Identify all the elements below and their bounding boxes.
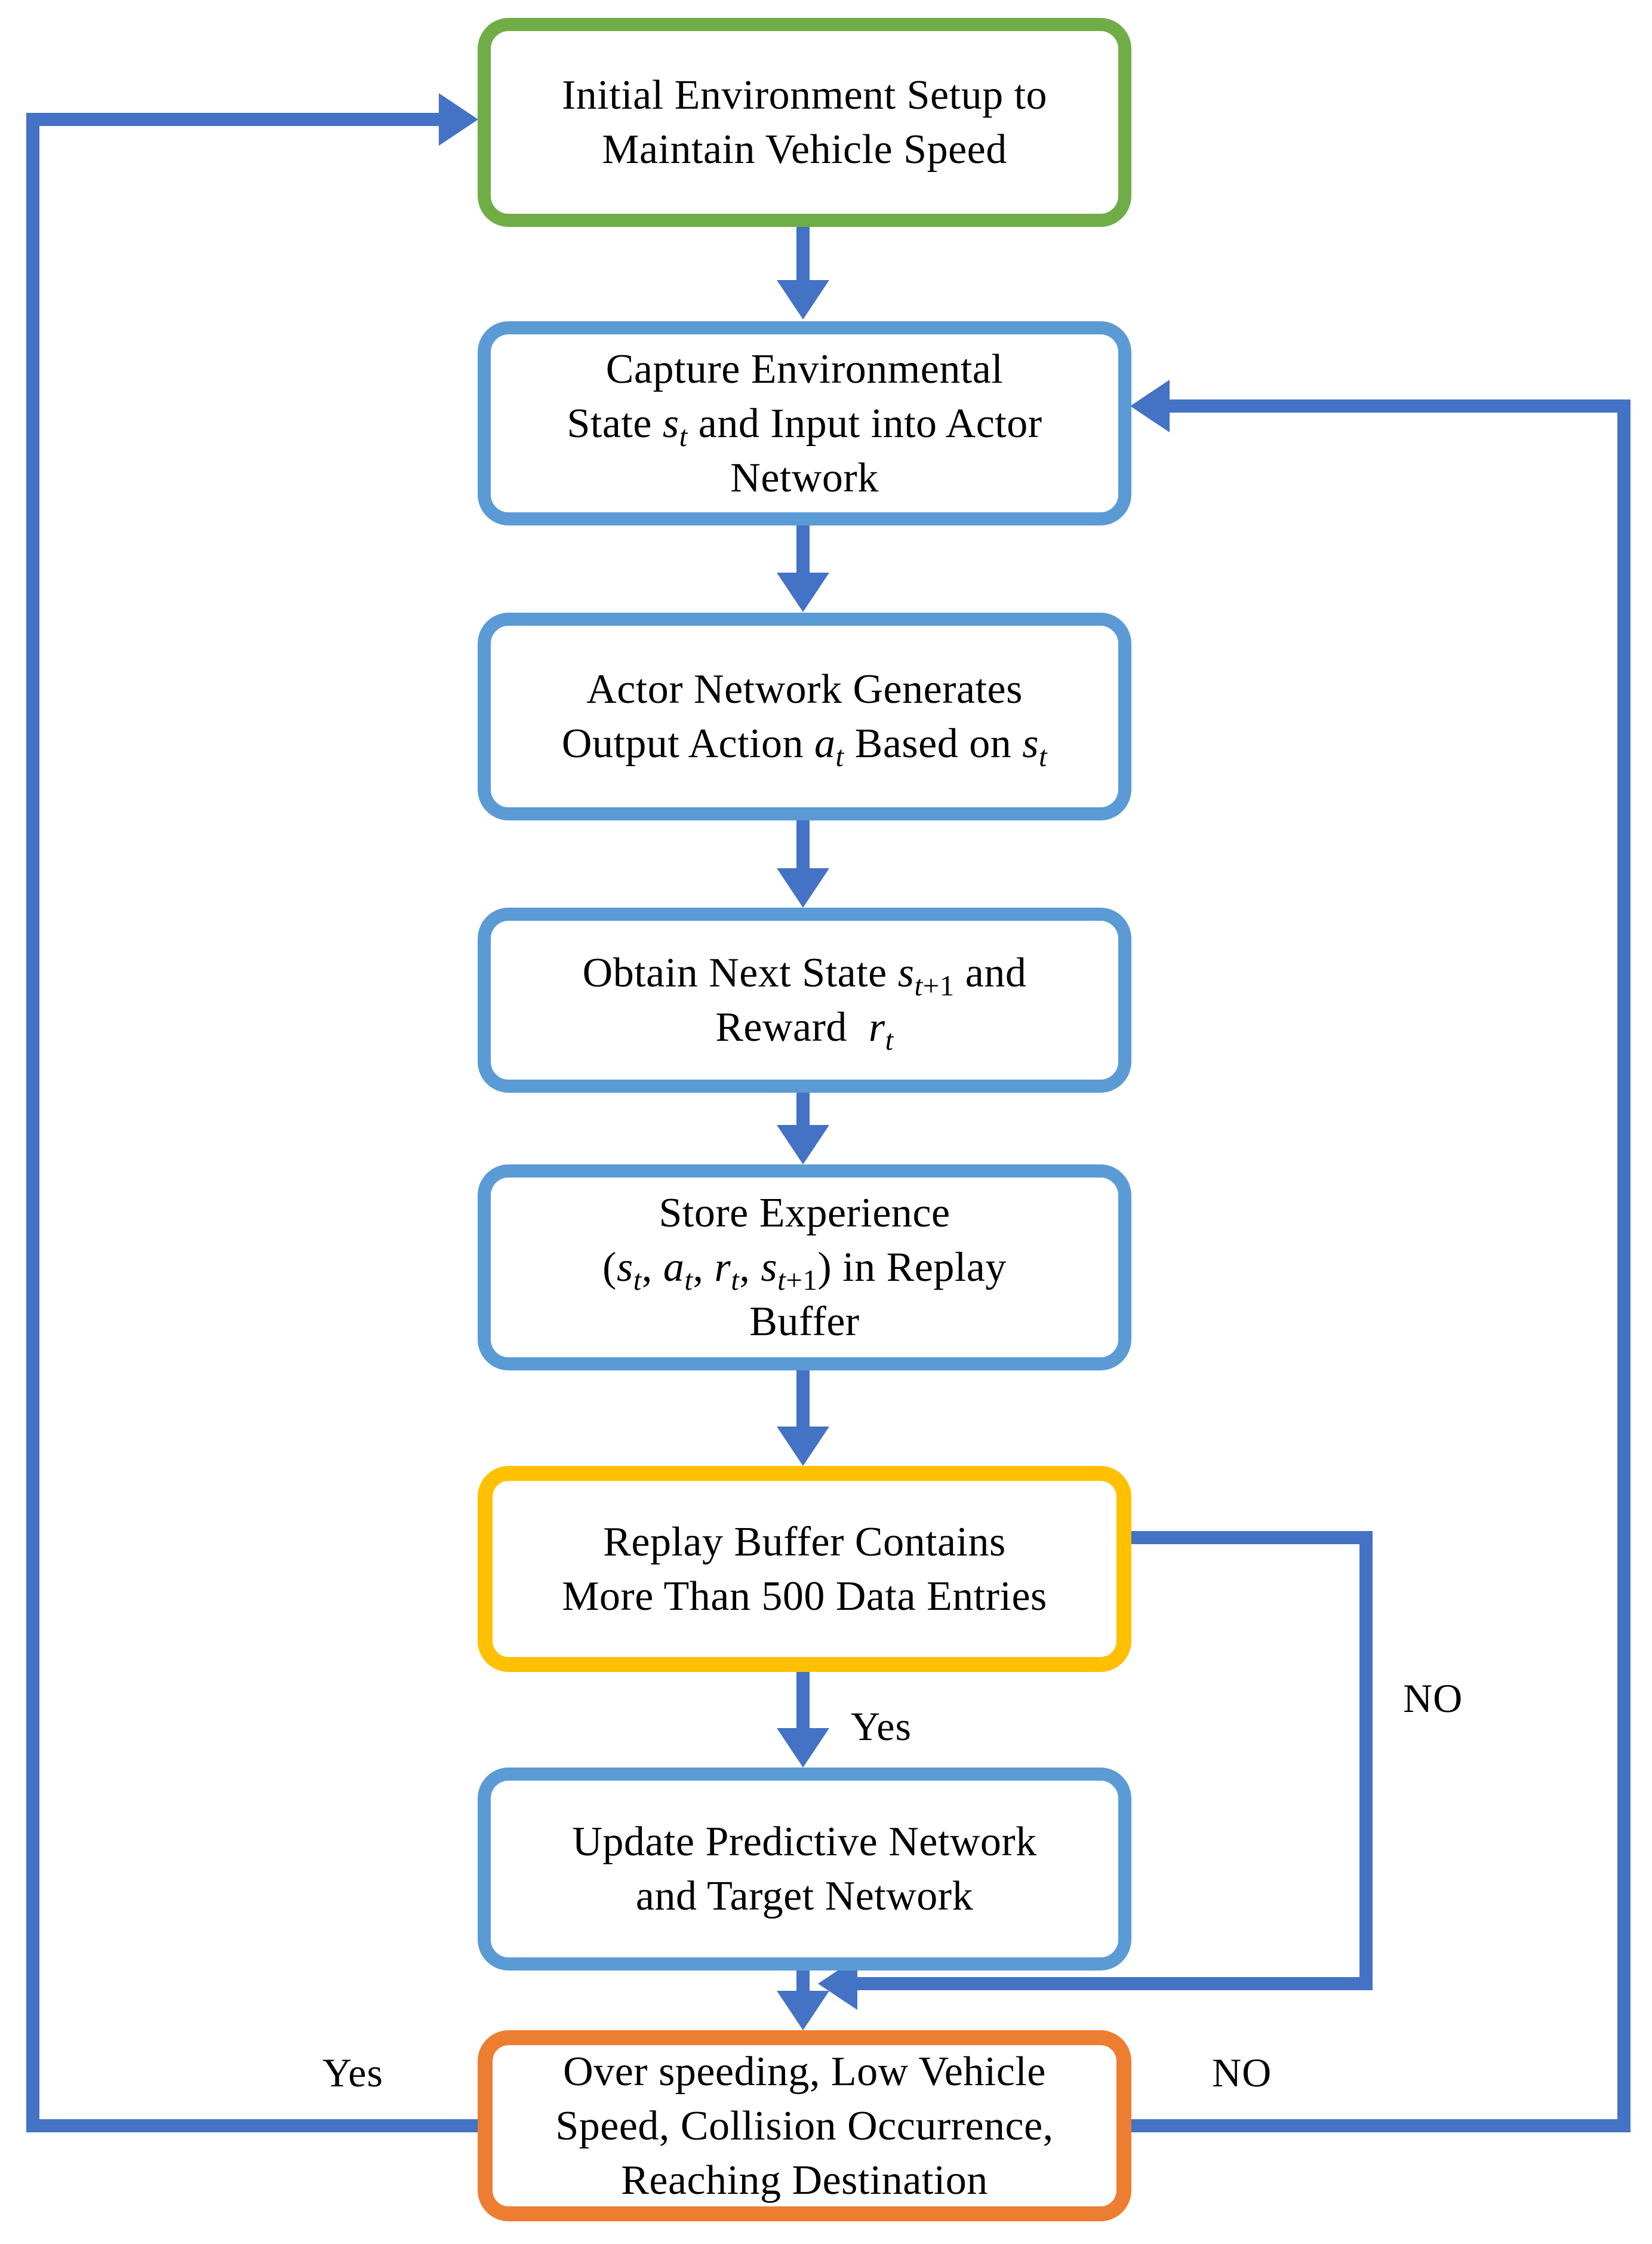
label-buffer-no: NO <box>1403 1676 1463 1721</box>
arrow-actor-to-obtain-shaft <box>796 820 810 870</box>
node-store-experience-text: Store Experience(st, at, rt, st+1) in Re… <box>602 1190 1007 1345</box>
edge-terminal-no-arrowhead <box>1130 380 1170 432</box>
arrow-buffer-yes-to-update-head <box>777 1728 829 1767</box>
arrow-actor-to-obtain-head <box>777 868 829 908</box>
arrow-initial-to-capture-shaft <box>796 227 810 282</box>
label-terminal-yes: Yes <box>322 2050 383 2095</box>
arrow-obtain-to-store-head <box>777 1125 829 1164</box>
edge-terminal-yes-vertical-segment <box>26 113 39 2132</box>
label-terminal-no: NO <box>1212 2050 1272 2095</box>
edge-terminal-yes-bottom-segment <box>26 2119 478 2132</box>
node-store-experience: Store Experience(st, at, rt, st+1) in Re… <box>478 1164 1131 1370</box>
edge-terminal-yes-top-segment <box>26 113 440 126</box>
edge-terminal-no-bottom-segment <box>1131 2119 1631 2132</box>
arrow-initial-to-capture-head <box>777 280 829 319</box>
edge-terminal-no-vertical-segment <box>1617 399 1631 2132</box>
arrow-obtain-to-store-shaft <box>796 1093 810 1127</box>
arrow-buffer-yes-to-update-shaft <box>796 1672 810 1730</box>
label-buffer-yes: Yes <box>851 1704 912 1749</box>
arrow-store-to-buffer-head <box>777 1427 829 1466</box>
edge-terminal-no-top-segment <box>1168 399 1631 413</box>
edge-terminal-yes-arrowhead <box>439 93 478 146</box>
arrow-capture-to-actor-head <box>777 573 829 612</box>
edge-buffer-no-top-segment <box>1131 1531 1373 1544</box>
arrow-update-to-terminal-shaft <box>796 1971 810 1993</box>
edge-buffer-no-vertical-segment <box>1359 1531 1373 1990</box>
arrow-capture-to-actor-shaft <box>796 525 810 574</box>
edge-buffer-no-bottom-segment <box>857 1977 1373 1990</box>
arrow-store-to-buffer-shaft <box>796 1370 810 1428</box>
